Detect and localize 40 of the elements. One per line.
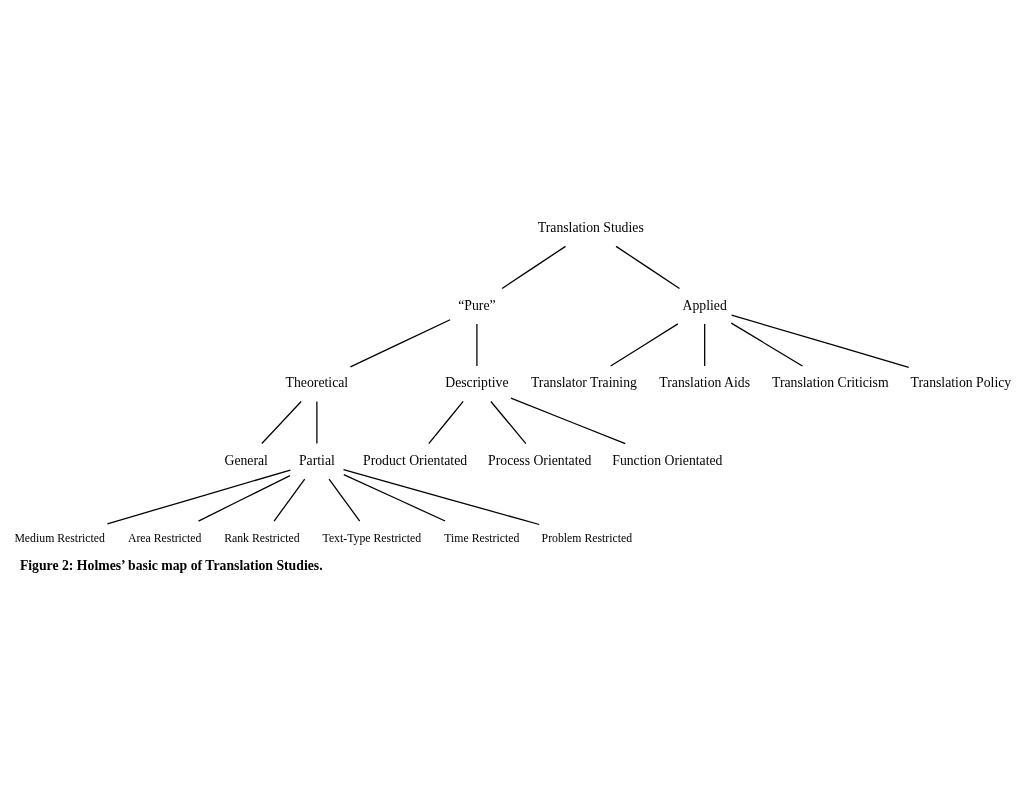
node-text: Time Restricted [444,531,520,545]
connector [261,400,302,445]
connector [342,469,540,526]
connector [610,323,679,367]
connector [197,474,291,522]
connector [490,400,527,445]
connector [343,473,446,522]
connector [615,245,681,290]
node-text: “Pure” [458,297,496,313]
connector [704,323,706,367]
node-text: General [224,452,268,468]
connector [510,397,626,445]
node-text: Area Restricted [127,531,202,545]
connector [476,323,478,367]
node-text: Descriptive [445,375,509,391]
node-text: Translation Policy [910,375,1012,391]
connector [730,322,804,367]
node-text: Translation Studies [537,220,644,236]
node-text: Translation Aids [659,375,751,391]
node-text: Medium Restricted [14,531,105,545]
node-text: Applied [682,297,727,313]
node-text: Function Orientated [612,452,723,468]
connector [328,478,361,522]
connector [428,400,464,445]
connector [316,400,318,445]
node-text: Theoretical [285,375,349,391]
caption: Figure 2: Holmes’ basic map of Translation Studies. [19,558,323,574]
node-text: Process Orientated [488,452,592,468]
connector [273,478,306,522]
connector [501,245,567,290]
connector [730,314,910,368]
node-text: Translation Criticism [772,375,889,391]
node-text: Translator Training [530,375,637,391]
connector [106,469,291,525]
node-text: Problem Restricted [541,531,633,545]
connector [349,319,451,368]
node-text: Text-Type Restricted [322,531,422,545]
node-text: Rank Restricted [224,531,300,545]
node-text: Partial [298,452,335,468]
node-text: Product Orientated [363,452,468,468]
